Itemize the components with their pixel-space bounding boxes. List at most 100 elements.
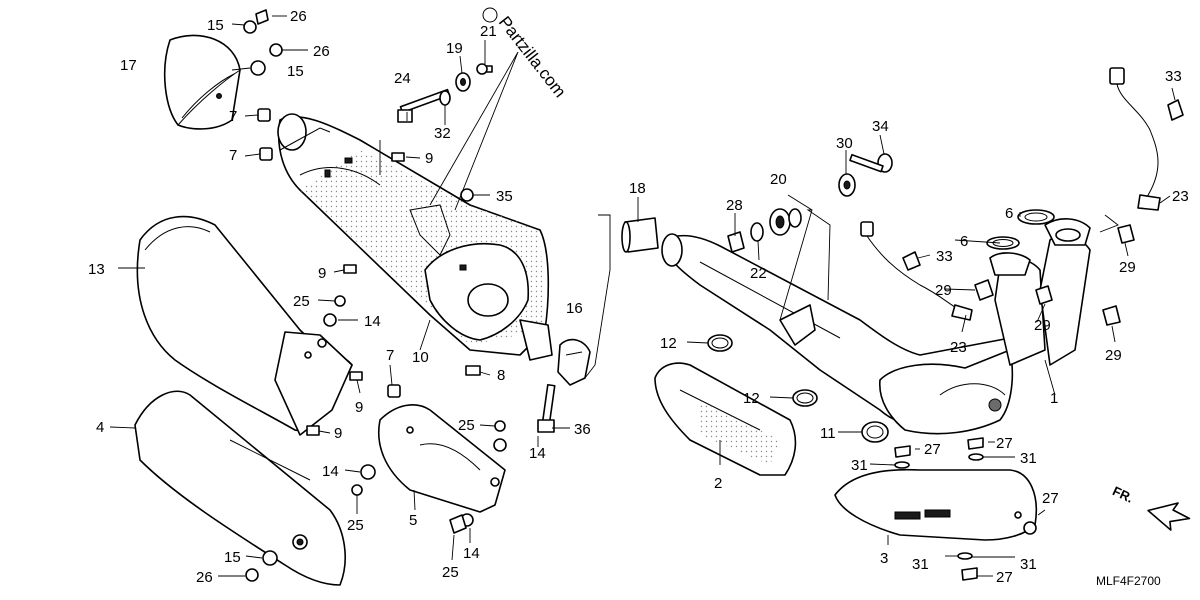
pipe-heat-protector-2[interactable] <box>654 362 797 476</box>
bolt-15b[interactable] <box>250 60 266 76</box>
callout-31: 31 <box>912 556 929 573</box>
grommet-19[interactable] <box>455 72 471 92</box>
callout-9: 9 <box>425 150 433 167</box>
nut-26c[interactable] <box>245 568 259 582</box>
band-12a[interactable] <box>707 334 733 352</box>
callout-2: 2 <box>714 475 722 492</box>
bolt-25c[interactable] <box>351 484 363 496</box>
gasket-6a[interactable] <box>1017 209 1055 225</box>
muffler-heat-shield[interactable] <box>136 215 353 436</box>
callout-labels: 15 26 17 26 15 7 7 24 32 19 21 9 35 13 9… <box>88 8 1189 586</box>
watermark-text: Partzilla.com <box>495 13 570 101</box>
band-12b[interactable] <box>792 389 818 407</box>
callout-20: 20 <box>770 171 787 188</box>
bolt-21[interactable] <box>476 63 493 75</box>
gasket-6b[interactable] <box>986 236 1020 250</box>
callout-9: 9 <box>318 265 326 282</box>
callout-10: 10 <box>412 349 429 366</box>
rubber-mount-20[interactable] <box>769 208 802 236</box>
washer-31d[interactable] <box>957 552 973 560</box>
nut-26b[interactable] <box>269 43 283 57</box>
clip-7c[interactable] <box>387 384 401 398</box>
exhaust-pipe-assembly[interactable] <box>661 233 1091 435</box>
callout-6: 6 <box>1005 205 1013 222</box>
bolt-27b[interactable] <box>967 437 984 450</box>
exhaust-gasket-18[interactable] <box>621 217 659 253</box>
callout-23: 23 <box>1172 188 1189 205</box>
clip-7a[interactable] <box>257 108 271 122</box>
bolt-34[interactable] <box>849 153 893 173</box>
bolt-25d[interactable] <box>449 514 467 534</box>
bolt-27a[interactable] <box>894 445 911 458</box>
clip-9b[interactable] <box>343 264 357 274</box>
callout-12: 12 <box>660 335 677 352</box>
bolt-36[interactable] <box>537 383 556 433</box>
lower-heat-shield[interactable] <box>134 390 346 586</box>
callout-27: 27 <box>996 569 1013 586</box>
washer-31b[interactable] <box>968 453 984 461</box>
callout-4: 4 <box>96 419 104 436</box>
callout-9: 9 <box>355 399 363 416</box>
watermark: Partzilla.com <box>429 7 570 211</box>
nut-29c[interactable] <box>1035 285 1053 305</box>
callout-25: 25 <box>347 517 364 534</box>
oxygen-sensor-lower[interactable] <box>860 221 973 321</box>
grommet-14b[interactable] <box>493 438 507 452</box>
grommet-15c[interactable] <box>262 550 278 566</box>
callout-24: 24 <box>394 70 411 87</box>
callout-34: 34 <box>872 118 889 135</box>
nut-28[interactable] <box>727 231 745 253</box>
callout-9: 9 <box>334 425 342 442</box>
nut-25b[interactable] <box>494 420 506 432</box>
callout-32: 32 <box>434 125 451 142</box>
callout-1: 1 <box>1050 390 1058 407</box>
callout-23: 23 <box>950 339 967 356</box>
bolt-27c[interactable] <box>1023 521 1037 535</box>
bolt-27d[interactable] <box>961 567 978 581</box>
muffler-body[interactable] <box>277 113 553 361</box>
muffler-end-cap[interactable] <box>163 34 241 130</box>
clip-9a[interactable] <box>391 152 405 162</box>
nut-29b[interactable] <box>974 279 994 301</box>
clip-9c[interactable] <box>349 371 363 381</box>
bolt-15a[interactable] <box>243 20 257 34</box>
oxygen-sensor-upper[interactable] <box>1109 67 1161 211</box>
grommet-33b[interactable] <box>902 251 921 271</box>
callout-35: 35 <box>496 188 513 205</box>
callout-16: 16 <box>566 300 583 317</box>
grommet-14a[interactable] <box>323 313 337 327</box>
nut-29a[interactable] <box>1117 224 1135 244</box>
callout-30: 30 <box>836 135 853 152</box>
leader-lines <box>109 15 1176 577</box>
flange-plate[interactable] <box>989 218 1091 276</box>
callout-21: 21 <box>480 23 497 40</box>
pipe-heat-protector-3[interactable] <box>834 468 1037 541</box>
clamp-11[interactable] <box>861 421 889 443</box>
callout-27: 27 <box>996 435 1013 452</box>
front-direction-arrow: FR. <box>1110 483 1191 531</box>
callout-5: 5 <box>409 512 417 529</box>
washer-22[interactable] <box>750 222 764 242</box>
clip-7b[interactable] <box>259 147 273 161</box>
nut-29d[interactable] <box>1102 305 1121 326</box>
grommet-14c[interactable] <box>360 464 376 480</box>
callout-29: 29 <box>935 282 952 299</box>
washer-31a[interactable] <box>894 461 910 469</box>
callout-25: 25 <box>458 417 475 434</box>
grommet-33a[interactable] <box>1167 99 1184 121</box>
callout-27: 27 <box>1042 490 1059 507</box>
muffler-bracket[interactable] <box>378 404 506 513</box>
callout-15: 15 <box>224 549 241 566</box>
clip-8[interactable] <box>465 365 481 376</box>
washer-32[interactable] <box>439 90 451 106</box>
clip-9d[interactable] <box>306 425 320 436</box>
washer-30[interactable] <box>838 173 856 197</box>
nut-25a[interactable] <box>334 295 346 307</box>
callout-29: 29 <box>1119 259 1136 276</box>
callout-14: 14 <box>364 313 381 330</box>
callout-29: 29 <box>1105 347 1122 364</box>
exhaust-clamp[interactable] <box>557 338 591 386</box>
diagram-code: MLF4F2700 <box>1096 574 1161 588</box>
nut-26a[interactable] <box>255 9 269 25</box>
